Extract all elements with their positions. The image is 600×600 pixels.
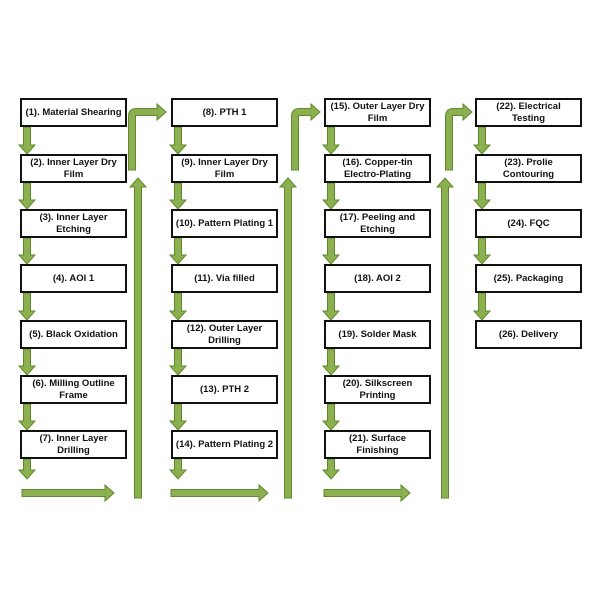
down-arrow-c3-r2 bbox=[321, 182, 341, 210]
down-arrow-c3-r4 bbox=[321, 292, 341, 321]
step-box-1: (1). Material Shearing bbox=[20, 98, 127, 127]
down-arrow-c1-r6 bbox=[17, 403, 37, 431]
down-arrow-c1-r1 bbox=[17, 126, 37, 155]
step-box-18: (18). AOI 2 bbox=[324, 264, 431, 293]
down-arrow-c2-r4 bbox=[168, 292, 188, 321]
step-box-3: (3). Inner Layer Etching bbox=[20, 209, 127, 238]
down-arrow-c1-r3 bbox=[17, 237, 37, 265]
down-arrow-c1-r5 bbox=[17, 348, 37, 376]
step-box-4: (4). AOI 1 bbox=[20, 264, 127, 293]
down-arrow-c4-r1 bbox=[472, 126, 492, 155]
step-box-26: (26). Delivery bbox=[475, 320, 582, 349]
step-box-20: (20). Silkscreen Printing bbox=[324, 375, 431, 404]
step-box-5: (5). Black Oxidation bbox=[20, 320, 127, 349]
down-arrow-c1-r4 bbox=[17, 292, 37, 321]
step-box-25: (25). Packaging bbox=[475, 264, 582, 293]
step-box-23: (23). Prolie Contouring bbox=[475, 154, 582, 183]
down-arrow-c3-r5 bbox=[321, 348, 341, 376]
step-box-13: (13). PTH 2 bbox=[171, 375, 278, 404]
up-arrow-col2 bbox=[128, 177, 148, 499]
down-arrow-c1-end bbox=[17, 458, 37, 480]
bottom-right-arrow-1 bbox=[21, 483, 115, 503]
down-arrow-c3-end bbox=[321, 458, 341, 480]
down-arrow-c3-r6 bbox=[321, 403, 341, 431]
down-arrow-c4-r3 bbox=[472, 237, 492, 265]
step-box-8: (8). PTH 1 bbox=[171, 98, 278, 127]
down-arrow-c2-r1 bbox=[168, 126, 188, 155]
step-box-7: (7). Inner Layer Drilling bbox=[20, 430, 127, 459]
step-box-21: (21). Surface Finishing bbox=[324, 430, 431, 459]
step-box-14: (14). Pattern Plating 2 bbox=[171, 430, 278, 459]
step-box-6: (6). Milling Outline Frame bbox=[20, 375, 127, 404]
step-box-16: (16). Copper-tin Electro-Plating bbox=[324, 154, 431, 183]
step-box-24: (24). FQC bbox=[475, 209, 582, 238]
bottom-right-arrow-2 bbox=[170, 483, 269, 503]
step-box-11: (11). Via filled bbox=[171, 264, 278, 293]
down-arrow-c2-r6 bbox=[168, 403, 188, 431]
step-box-2: (2). Inner Layer Dry Film bbox=[20, 154, 127, 183]
bottom-right-arrow-3 bbox=[323, 483, 411, 503]
down-arrow-c3-r1 bbox=[321, 126, 341, 155]
down-arrow-c2-r5 bbox=[168, 348, 188, 376]
step-box-10: (10). Pattern Plating 1 bbox=[171, 209, 278, 238]
down-arrow-c4-r2 bbox=[472, 182, 492, 210]
step-box-19: (19). Solder Mask bbox=[324, 320, 431, 349]
step-box-9: (9). Inner Layer Dry Film bbox=[171, 154, 278, 183]
step-box-22: (22). Electrical Testing bbox=[475, 98, 582, 127]
elbow-arrow-col3 bbox=[291, 102, 321, 171]
elbow-arrow-col2 bbox=[128, 102, 167, 171]
up-arrow-col4 bbox=[435, 177, 455, 499]
down-arrow-c2-r2 bbox=[168, 182, 188, 210]
step-box-12: (12). Outer Layer Drilling bbox=[171, 320, 278, 349]
elbow-arrow-col4 bbox=[445, 102, 473, 171]
down-arrow-c1-r2 bbox=[17, 182, 37, 210]
down-arrow-c2-end bbox=[168, 458, 188, 480]
step-box-15: (15). Outer Layer Dry Film bbox=[324, 98, 431, 127]
up-arrow-col3 bbox=[278, 177, 298, 499]
down-arrow-c4-r4 bbox=[472, 292, 492, 321]
down-arrow-c3-r3 bbox=[321, 237, 341, 265]
down-arrow-c2-r3 bbox=[168, 237, 188, 265]
step-box-17: (17). Peeling and Etching bbox=[324, 209, 431, 238]
